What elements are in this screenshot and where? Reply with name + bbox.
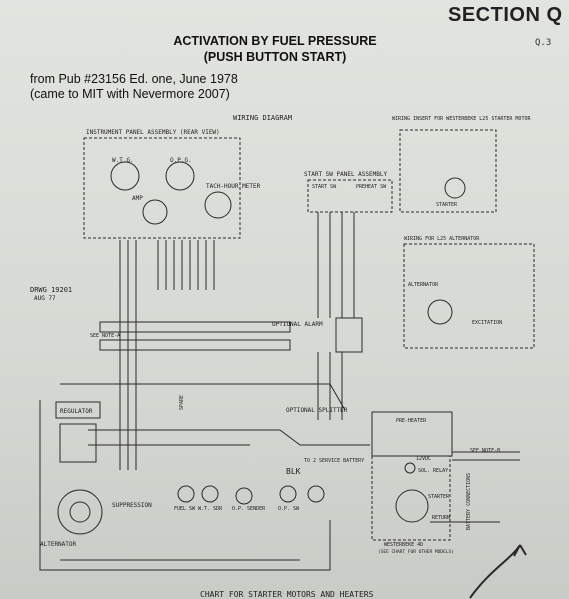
label-bottom-chart: CHART FOR STARTER MOTORS AND HEATERS [200, 590, 374, 599]
label-drwg: DRWG 19201 [30, 286, 72, 294]
bus-wire-2 [88, 429, 370, 446]
main-bus-wire [60, 383, 346, 411]
label-regulator: REGULATOR [60, 408, 93, 415]
title-line-2: (PUSH BUTTON START) [203, 50, 347, 64]
label-starter: STARTER [428, 494, 450, 500]
label-opg: O.P.G. [170, 157, 192, 164]
alternator-insert-box [403, 243, 535, 349]
label-op-sw: O.P. SW [278, 506, 300, 512]
op-sw-symbol [279, 485, 297, 503]
sol-relay-symbol [404, 462, 416, 474]
fuel-sw-symbol [177, 485, 195, 503]
label-suppression: SUPPRESSION [112, 502, 152, 509]
label-westerbeke: WESTERBEKE 4D [384, 542, 423, 548]
label-instrument-panel: INSTRUMENT PANEL ASSEMBLY (REAR VIEW) [86, 129, 220, 136]
section-heading: SECTION Q [448, 4, 563, 26]
diagram-title: ACTIVATION BY FUEL PRESSURE (PUSH BUTTON… [140, 33, 410, 65]
title-line-1: ACTIVATION BY FUEL PRESSURE [173, 34, 377, 48]
opg-gauge [165, 161, 195, 191]
label-spare: SPARE [179, 395, 185, 410]
label-alt-insert-title: WIRING FOR L25 ALTERNATOR [404, 236, 480, 242]
connector-block-3 [335, 317, 363, 353]
start-harness-wires [317, 212, 355, 318]
gauge-wires [157, 240, 215, 290]
instrument-panel-box [83, 137, 241, 239]
label-amp: AMP [132, 195, 143, 202]
label-wiring-diagram: WIRING DIAGRAM [233, 114, 292, 122]
tach-meter [204, 191, 232, 219]
label-preheater: PRE-HEATER [396, 418, 427, 424]
starter-symbol [395, 489, 429, 523]
label-blk: BLK [286, 467, 301, 476]
connector-block-2 [99, 339, 291, 351]
label-preheat-sw: PREHEAT SW [356, 184, 387, 190]
label-battery-connections: BATTERY CONNECTIONS [466, 473, 472, 530]
splitter-sw-symbol [307, 485, 325, 503]
alternator-symbol [57, 489, 103, 535]
insert-alternator-symbol [427, 299, 453, 325]
wtg-gauge [110, 161, 140, 191]
label-op-sender: O.P. SENDER [232, 506, 266, 512]
label-see-note-b: SEE NOTE-B [470, 448, 500, 454]
label-optional-alarm: OPTIONAL ALARM [272, 321, 323, 328]
label-wt-sdr: W.T. SDR [198, 506, 223, 512]
start-harness-lower [317, 352, 343, 420]
label-see-chart: (SEE CHART FOR OTHER MODELS) [378, 549, 454, 555]
note-line-2: (came to MIT with Nevermore 2007) [30, 87, 230, 101]
regulator-body [59, 423, 97, 463]
note-line-1: from Pub #23156 Ed. one, June 1978 [30, 72, 238, 86]
label-alternator: ALTERNATOR [40, 541, 77, 548]
label-return: RETURN [432, 515, 450, 521]
label-see-note-a: SEE NOTE-A [90, 333, 120, 339]
label-sol-relay: SOL. RELAY [418, 468, 448, 474]
label-excitation: EXCITATION [472, 320, 502, 326]
regulator-box [55, 401, 101, 419]
page-reference: Q.3 [535, 38, 552, 48]
harness-wires-left [119, 240, 137, 470]
label-alt-insert-alt: ALTERNATOR [408, 282, 439, 288]
pointer-arrow [469, 544, 521, 599]
alternator-inner [69, 501, 91, 523]
preheater-box [371, 411, 453, 457]
label-insert-title: WIRING INSERT FOR WESTERBEKE L25 STARTER… [392, 116, 531, 122]
label-wtg: W.T.G. [112, 157, 134, 164]
label-service-battery: TO 2 SERVICE BATTERY [304, 458, 364, 464]
label-drwg-date: AUG 77 [34, 295, 56, 302]
pointer-arrowhead [513, 544, 527, 557]
op-sender-symbol [235, 487, 253, 505]
label-tach: TACH-HOUR METER [206, 183, 261, 190]
battery-leads [452, 451, 520, 461]
label-12vdc: 12VDC [416, 456, 431, 462]
start-switch-panel-box [307, 179, 393, 213]
starter-insert-box [399, 129, 497, 213]
source-note: from Pub #23156 Ed. one, June 1978 (came… [30, 72, 238, 102]
ground-loop-wire [39, 400, 331, 571]
label-fuel-sw: FUEL SW [174, 506, 196, 512]
amp-gauge [142, 199, 168, 225]
insert-starter-symbol [444, 177, 466, 199]
connector-block-1 [99, 321, 291, 333]
engine-box [371, 456, 451, 541]
label-optional-splitter: OPTIONAL SPLITTER [286, 407, 348, 414]
label-insert-starter: STARTER [436, 202, 458, 208]
wt-sdr-symbol [201, 485, 219, 503]
label-start-sw: START SW [312, 184, 337, 190]
label-start-panel: START SW PANEL ASSEMBLY [304, 171, 387, 178]
